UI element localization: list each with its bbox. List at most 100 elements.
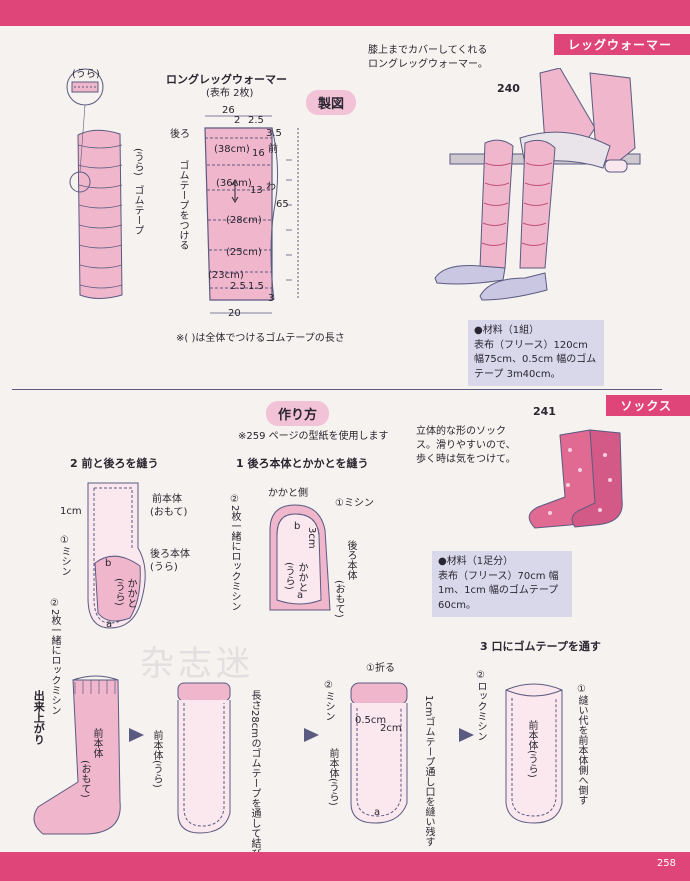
s2-front-face: (おもて) xyxy=(150,507,188,518)
s3-tie-note: 長さ28cmのゴムテープを通して結び、縫い残した部分をミシン xyxy=(249,690,260,881)
instructions-title: 作り方 xyxy=(266,401,330,426)
pattern-note: ※259 ページの型紙を使用します xyxy=(238,431,389,442)
step3-tie-diagram xyxy=(177,682,231,834)
s1-b: b xyxy=(294,521,301,532)
diagram-label: 製図 xyxy=(306,90,357,115)
materials-line-3: 幅75cm、0.5cm 幅のゴム xyxy=(474,354,597,365)
materials-line-1: ●材料（1組） xyxy=(474,325,540,336)
dim-16: 16 xyxy=(252,148,265,159)
s2-back-ura: (うら) xyxy=(150,562,178,573)
s2-b: b xyxy=(105,558,112,569)
s3-a: a xyxy=(374,807,381,818)
pattern-subtitle: (表布 2枚) xyxy=(206,88,254,99)
label-front: 前 xyxy=(268,144,278,155)
dim-20: 20 xyxy=(228,308,241,319)
socks-intro-1: 立体的な形のソック xyxy=(416,426,506,437)
gom-note: ゴムテープをつける xyxy=(177,160,188,250)
legwarmer-intro-2: ロングレッグウォーマー。 xyxy=(368,59,488,70)
s1-lock: ②2枚一緒にロックミシン xyxy=(229,494,240,612)
done-front-face: (おもて) xyxy=(79,760,90,798)
socks-intro-2: ス。滑りやすいので、 xyxy=(416,440,516,451)
socks-illustration xyxy=(528,429,623,529)
dim-1-5-bottom: 1.5 xyxy=(248,281,264,292)
legwarmer-illustration xyxy=(434,68,641,301)
s3-seam-note: ①縫い代を前本体側へ倒す xyxy=(576,684,587,805)
section-tag-legwarmer: レッグウォーマー xyxy=(553,34,690,55)
item-number-240: 240 xyxy=(497,82,520,95)
socks-materials-line-2: 表布（フリース）70cm 幅 xyxy=(438,570,559,582)
side-view-ura-top: (うら) xyxy=(72,69,100,80)
s1-a: a xyxy=(297,590,304,601)
s1-back-face: (おもて) xyxy=(333,580,344,618)
s1-back-body: 後ろ本体 xyxy=(345,540,356,580)
s3-two-cm: 2cm xyxy=(380,723,402,734)
s1-three-cm: 3cm xyxy=(306,527,317,549)
dim-2: 2 xyxy=(234,115,241,126)
socks-materials: ●材料（1足分） 表布（フリース）70cm 幅 1m、1cm 幅のゴムテープ 6… xyxy=(432,551,572,617)
step2-title: 2 前と後ろを縫う xyxy=(70,457,159,470)
socks-materials-line-3: 1m、1cm 幅のゴムテープ xyxy=(438,585,559,596)
dim-2-5: 2.5 xyxy=(248,115,264,126)
s1-machine: ①ミシン xyxy=(335,498,374,509)
dim-38cm: (38cm) xyxy=(214,144,250,155)
dim-13: 13 xyxy=(250,185,263,196)
materials-line-4: テープ 3m40cm。 xyxy=(474,368,561,380)
step1-diagram xyxy=(269,504,331,611)
dim-2-5-bottom: 2.5 xyxy=(230,281,246,292)
s2-kakato-ura: (うら) xyxy=(113,578,124,606)
s2-kakato: かかと xyxy=(125,578,136,608)
dim-26: 26 xyxy=(222,105,235,116)
dim-65: 65 xyxy=(276,199,289,210)
bottom-band xyxy=(0,852,690,881)
side-view-gomtape: ゴムテープ xyxy=(132,185,143,235)
step2-diagram xyxy=(87,482,146,629)
page-number: 258 xyxy=(656,858,676,869)
s3-fold: ①折る xyxy=(366,663,395,674)
pattern-diagram xyxy=(204,115,299,314)
socks-materials-line-1: ●材料（1足分） xyxy=(438,556,514,567)
s2-back-body: 後ろ本体 xyxy=(150,549,190,560)
s3-front-ura-2: 前本体(うら) xyxy=(327,748,338,806)
item-number-241: 241 xyxy=(533,405,556,418)
section-tag-socks: ソックス xyxy=(606,395,690,416)
top-band xyxy=(0,0,690,26)
watermark: 杂志迷 xyxy=(140,644,254,684)
dim-36cm: (36cm) xyxy=(216,178,252,189)
section-divider xyxy=(12,389,662,390)
s2-lock: ②2枚一緒にロックミシン xyxy=(49,598,60,716)
s3-half-cm: 0.5cm xyxy=(355,715,387,726)
s1-kakato: かかと xyxy=(296,562,307,592)
s3-machine: ②ミシン xyxy=(323,680,334,721)
s2-front-body: 前本体 xyxy=(152,494,182,505)
step3-lock-diagram xyxy=(505,683,563,824)
materials-line-2: 表布（フリース）120cm xyxy=(474,339,588,351)
step3-title: 3 口にゴムテープを通す xyxy=(480,640,601,653)
flow-arrows xyxy=(129,728,474,742)
step1-title: 1 後ろ本体とかかとを縫う xyxy=(236,457,369,470)
legwarmer-intro-1: 膝上までカバーしてくれる xyxy=(368,45,488,56)
label-wa: わ xyxy=(266,182,276,193)
dim-3-5: 3.5 xyxy=(266,128,282,139)
dim-23cm: (23cm) xyxy=(208,270,244,281)
dim-28cm: (28cm) xyxy=(226,215,262,226)
finished-label: 出来上がり xyxy=(32,690,46,745)
pattern-title: ロングレッグウォーマー xyxy=(166,73,287,86)
legwarmer-side-view xyxy=(66,68,123,299)
done-front-body: 前本体 xyxy=(91,728,102,758)
dim-3-bottom: 3 xyxy=(268,293,275,304)
s3-front-ura-1: 前本体(うら) xyxy=(151,730,162,788)
elastic-note: ※( )は全体でつけるゴムテープの長さ xyxy=(176,333,345,344)
label-back: 後ろ xyxy=(170,129,190,140)
s3-front-ura-3: 前本体(うら) xyxy=(526,720,537,778)
side-view-ura: (うら) xyxy=(132,148,143,176)
s3-lock: ②ロックミシン xyxy=(475,670,486,741)
socks-intro-3: 歩く時は気をつけて。 xyxy=(416,454,516,465)
s2-one-cm: 1cm xyxy=(60,506,82,517)
s1-heel-side: かかと側 xyxy=(268,488,308,499)
s3-leave-note: 1cmゴムテープ通し口を縫い残す xyxy=(423,695,434,847)
s2-a: a xyxy=(106,619,113,630)
legwarmer-materials: ●材料（1組） 表布（フリース）120cm 幅75cm、0.5cm 幅のゴム テ… xyxy=(468,320,604,386)
socks-materials-line-4: 60cm。 xyxy=(438,599,476,611)
s2-machine: ①ミシン xyxy=(59,535,70,576)
dim-25cm: (25cm) xyxy=(226,247,262,258)
